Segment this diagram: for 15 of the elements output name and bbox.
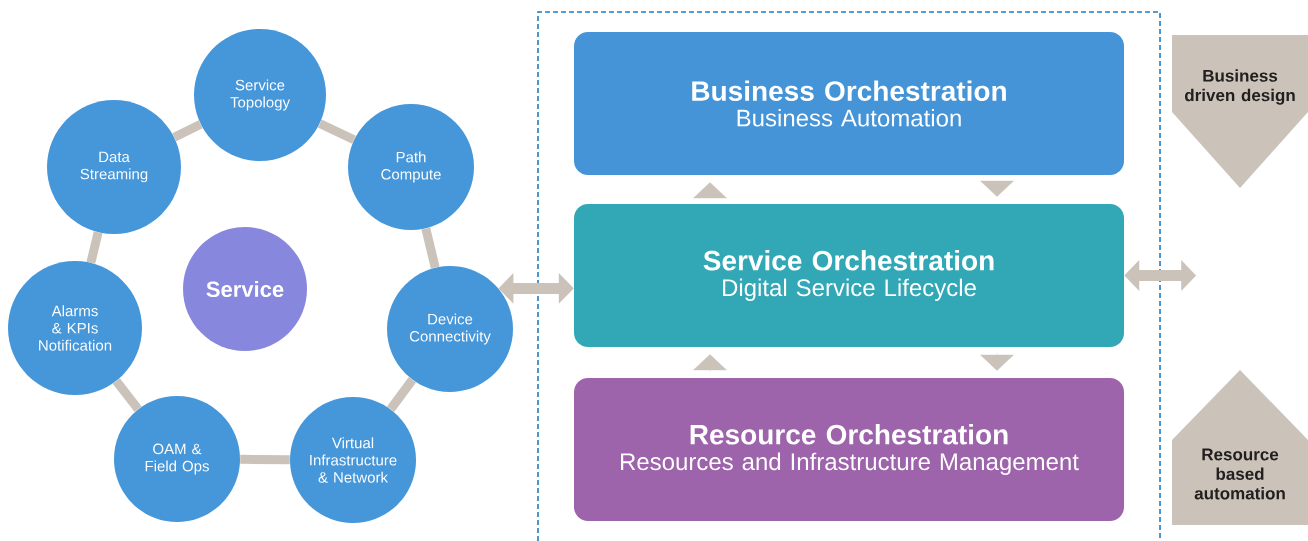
link-band [317, 119, 356, 144]
triangle-arrow [693, 354, 727, 372]
triangle-arrow [980, 180, 1014, 197]
triangle-arrow [980, 353, 1014, 371]
link-band [387, 377, 417, 412]
triangle-arrow [693, 182, 727, 199]
link-band [172, 120, 203, 142]
link-band [240, 454, 290, 465]
dashed-frame [537, 11, 1161, 541]
layer-box: Resource Orchestration Resources and Infrastructure Management [574, 378, 1124, 521]
layer-box: Business Orchestration Business Automation [574, 32, 1124, 175]
link-band [112, 378, 142, 412]
link-band [86, 231, 103, 264]
link-band [421, 227, 440, 269]
layer-box: Service Orchestration Digital Service Lifecycle [574, 204, 1124, 347]
